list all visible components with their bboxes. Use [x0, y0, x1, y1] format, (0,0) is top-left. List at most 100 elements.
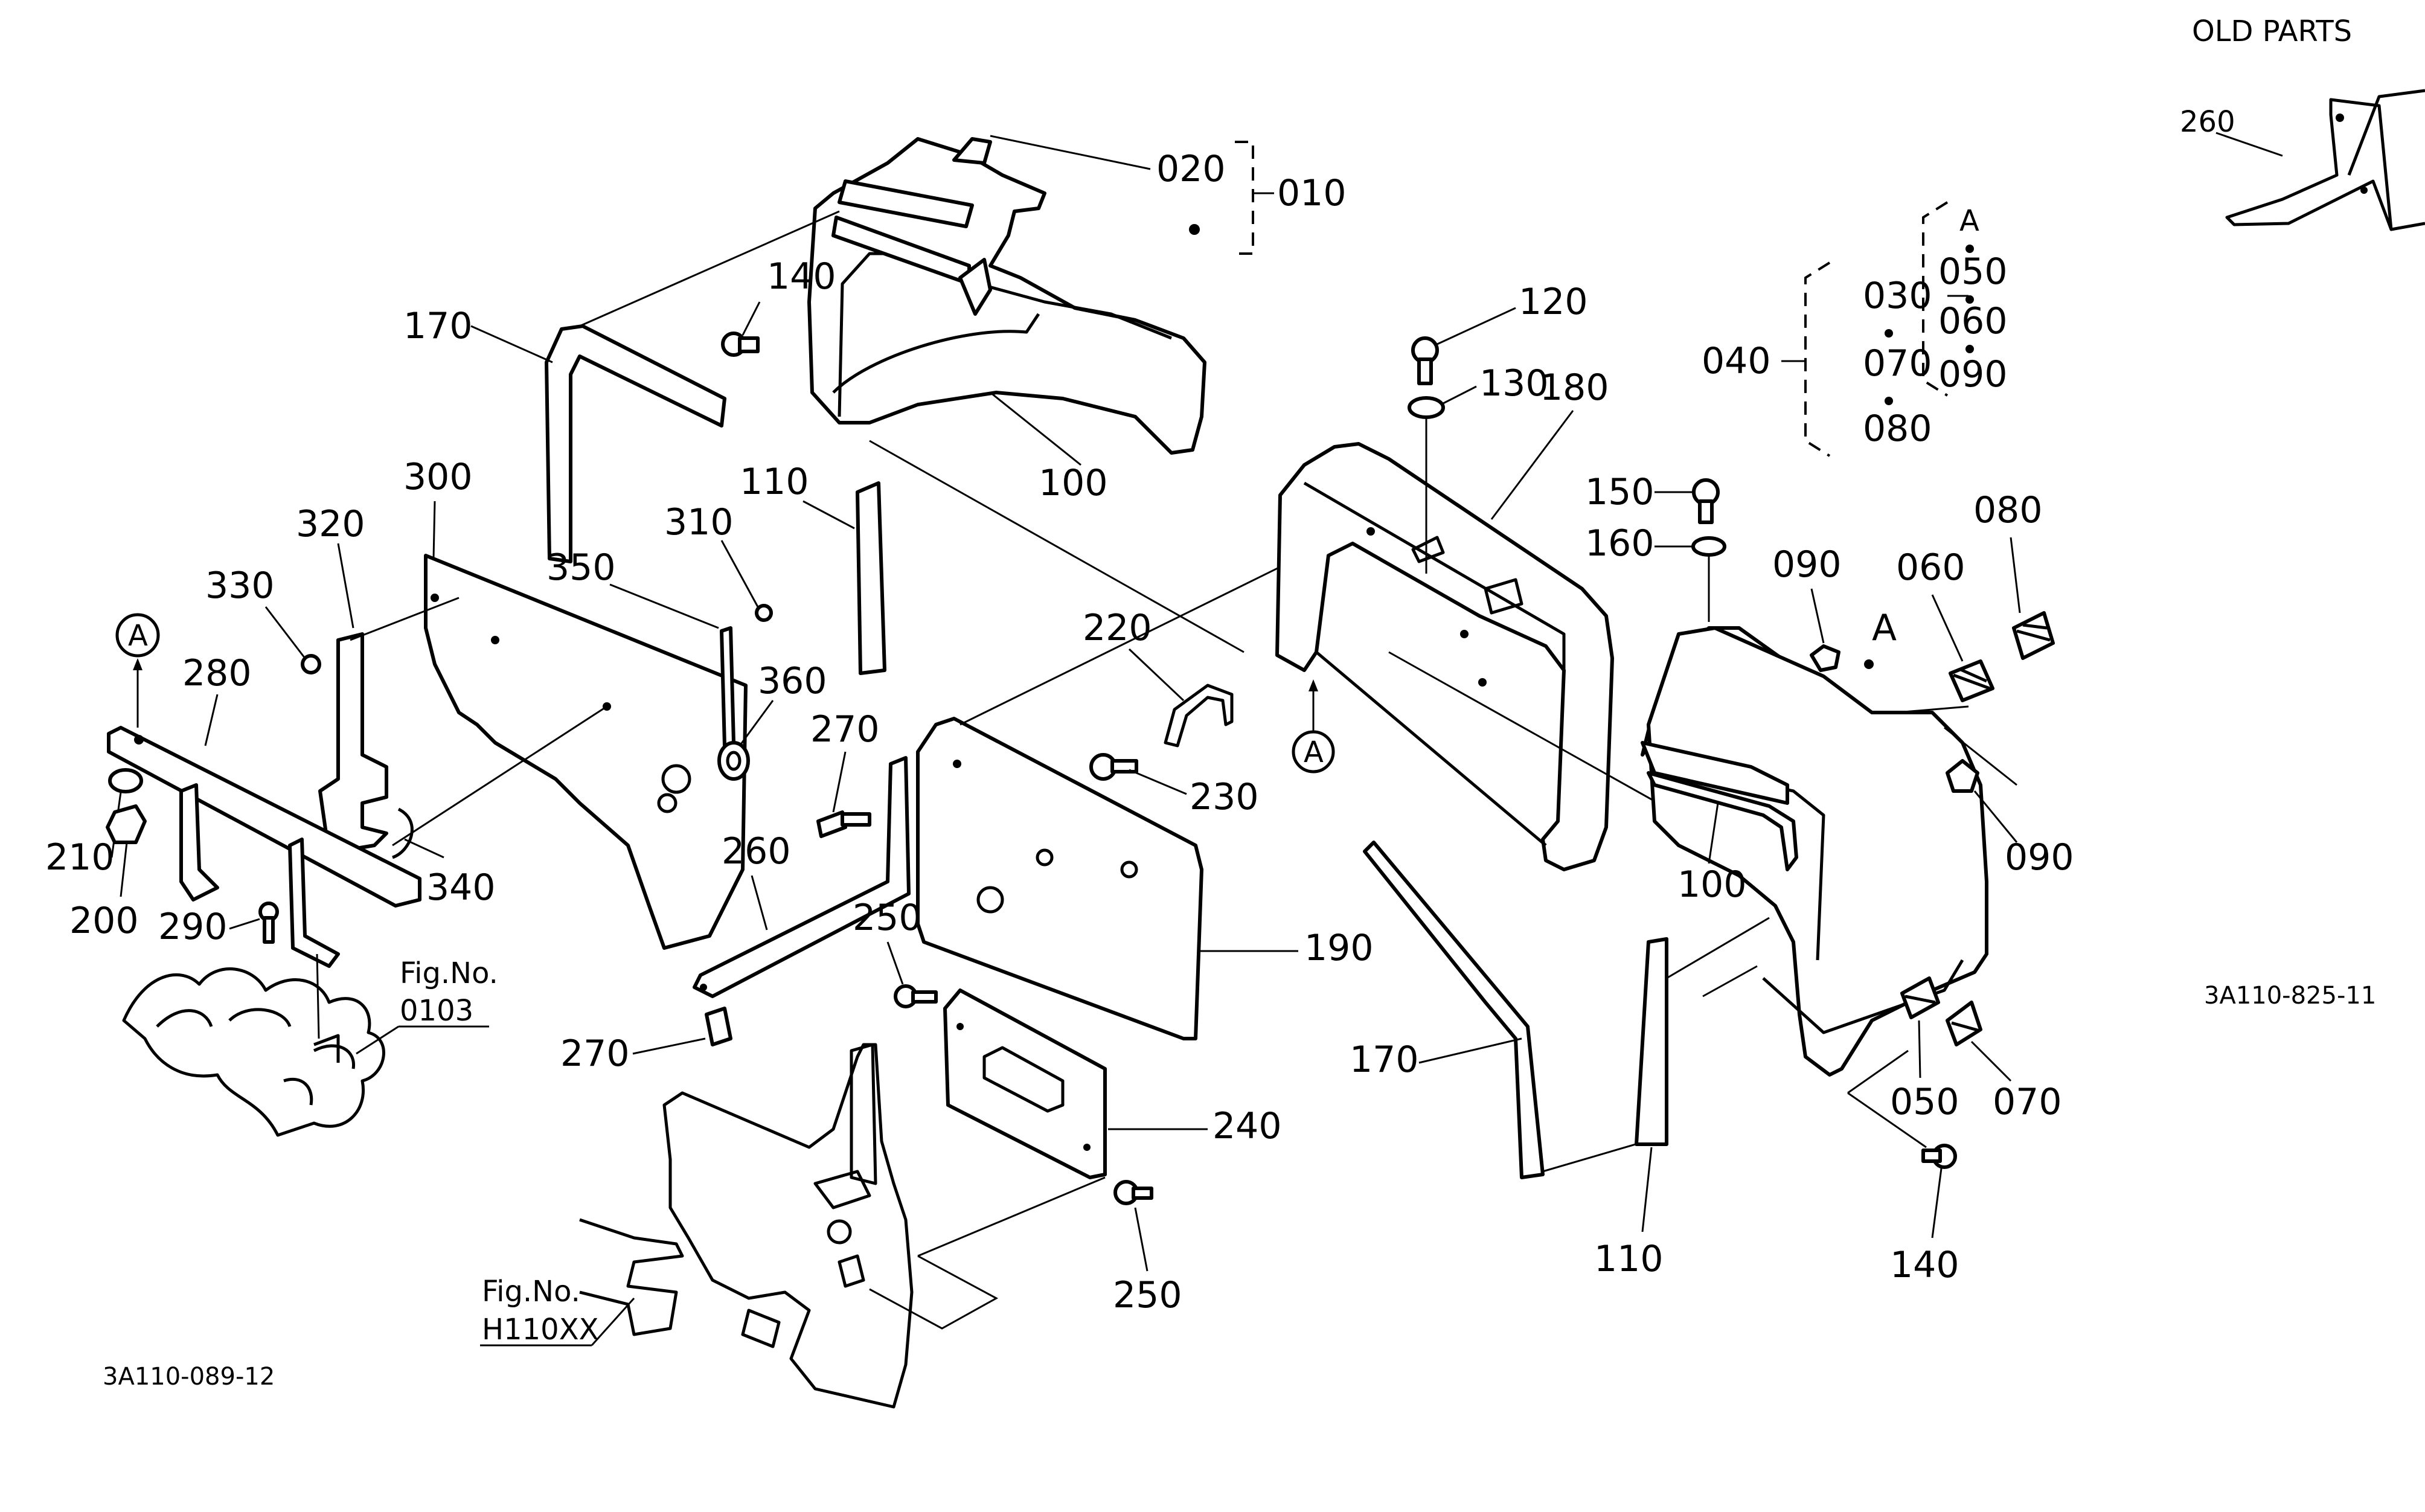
fender-block-100 — [958, 258, 992, 316]
callout-200: 200 — [69, 900, 139, 942]
bolt-290-shank — [263, 916, 275, 944]
washer-160 — [1691, 536, 1726, 557]
legend-dot-050-060 — [1965, 295, 1974, 304]
legend-dot-030-070 — [1885, 329, 1893, 338]
callout-110-upper: 110 — [740, 461, 809, 503]
nut-200 — [106, 804, 147, 844]
decal-080-hatch — [2016, 623, 2051, 642]
callout-180: 180 — [1540, 367, 1609, 409]
leader-090-upper — [1810, 588, 1825, 644]
callout-100-upper: 100 — [1039, 462, 1108, 504]
old-hole — [2360, 187, 2368, 194]
fender-clip-020 — [952, 137, 992, 165]
link-upper-center — [869, 440, 1245, 653]
leader-250-lower — [1134, 1207, 1148, 1272]
leader-090-lower — [1973, 790, 2018, 843]
bracket-280-leg-b — [288, 838, 340, 968]
fender-rail-inner — [1641, 741, 1789, 805]
upper-fender-group: 020 010 140 100 — [721, 135, 1347, 504]
rail-170-left: 170 — [403, 210, 840, 563]
callout-310: 310 — [664, 501, 734, 543]
bracket-320 — [318, 632, 388, 853]
leader-250-upper — [886, 941, 904, 985]
callout-140-lower: 140 — [1890, 1244, 1959, 1286]
fender-top-lip — [838, 179, 974, 228]
callout-260: 260 — [722, 830, 791, 873]
callout-300: 300 — [403, 456, 473, 498]
decal-060-hatch — [1953, 667, 1990, 690]
plate-240-group: 250 240 250 — [853, 897, 1282, 1330]
link-140-fender — [1847, 1049, 1927, 1148]
old-parts-callout-260: 260 — [2180, 105, 2235, 139]
leader-320 — [337, 543, 354, 629]
callout-170-left: 170 — [403, 305, 473, 347]
frame-sketch-0103: Fig.No. 0103 — [122, 953, 498, 1137]
inner-fender-180-tabs — [1411, 536, 1523, 615]
plate-240-window — [982, 1046, 1065, 1113]
leader-200 — [120, 842, 128, 897]
bracket-030 — [1922, 201, 1949, 397]
callout-270-lower: 270 — [560, 1033, 630, 1075]
rail-170-right-shape — [1363, 841, 1545, 1179]
callout-240: 240 — [1212, 1105, 1282, 1147]
leader-140-upper — [742, 301, 761, 336]
callout-A-fender: A — [1872, 607, 1897, 649]
panel-300-hole-a — [661, 764, 691, 794]
fig-ref-h110xx-leader — [591, 1297, 635, 1347]
plate-240-hole-a — [956, 1023, 964, 1030]
old-parts-inset: OLD PARTS 260 — [2180, 14, 2425, 231]
leader-170-left — [470, 325, 553, 364]
old-parts-title: OLD PARTS — [2192, 14, 2352, 48]
legend-050: 050 — [1938, 251, 2008, 293]
panel-300-dot-b — [491, 636, 499, 644]
fender-body — [1647, 626, 1988, 1077]
callout-150: 150 — [1585, 471, 1655, 513]
callout-250-lower: 250 — [1113, 1274, 1182, 1316]
decal-070-hatch — [1951, 1021, 1978, 1032]
decal-group: 060 080 050 070 140 — [1847, 489, 2062, 1286]
group-dot-010 — [1189, 224, 1200, 235]
link-320-300 — [350, 597, 460, 641]
legend-dot-070-080 — [1885, 397, 1893, 405]
decal-050-hatch — [1904, 995, 1936, 1004]
link-110-fender — [1666, 917, 1770, 979]
leader-340 — [404, 838, 444, 859]
diagram-code-main: 3A110-089-12 — [103, 1363, 275, 1391]
panel-190-dot — [953, 760, 961, 768]
strip-110-right-shape — [1635, 937, 1668, 1146]
detail-a-letter-left: A — [128, 619, 148, 653]
console-lever — [850, 1043, 877, 1185]
strip-110-upper: 110 — [740, 461, 886, 675]
leader-020 — [990, 135, 1151, 170]
leader-280 — [204, 694, 219, 746]
plate-240-hole-b — [1083, 1144, 1091, 1151]
leader-110-upper — [802, 500, 855, 530]
callout-010: 010 — [1277, 172, 1347, 214]
rail-170-right: 170 — [1350, 841, 1667, 1179]
console-pedal-arm — [579, 1218, 684, 1336]
link-frame-bracket — [316, 953, 320, 1039]
bolt-310 — [755, 604, 773, 622]
washer-130 — [1408, 396, 1445, 419]
leader-050 — [1918, 1020, 1921, 1078]
strip-110-shape — [856, 481, 886, 675]
outer-fender-group: A 100 — [1641, 607, 1988, 1077]
bolt-140-shank — [738, 336, 760, 353]
frame-outline — [122, 967, 385, 1137]
panel-300-dot-a — [431, 594, 439, 602]
callout-190: 190 — [1304, 927, 1374, 969]
panel-300 — [424, 554, 748, 950]
callout-090-upper: 090 — [1772, 543, 1842, 586]
fig-ref-0103-line1: Fig.No. — [400, 956, 498, 990]
inner-fender-180-edges — [1303, 481, 1566, 847]
callout-320: 320 — [296, 503, 365, 545]
clip-340 — [392, 807, 414, 859]
callout-230: 230 — [1190, 776, 1259, 818]
leader-260 — [751, 875, 768, 931]
callout-280: 280 — [182, 652, 252, 694]
leader-080 — [2010, 537, 2021, 613]
bracket-280 — [107, 726, 421, 908]
panel-190-hole-a — [976, 886, 1004, 914]
fig-ref-h110xx-line1: Fig.No. — [482, 1275, 580, 1309]
